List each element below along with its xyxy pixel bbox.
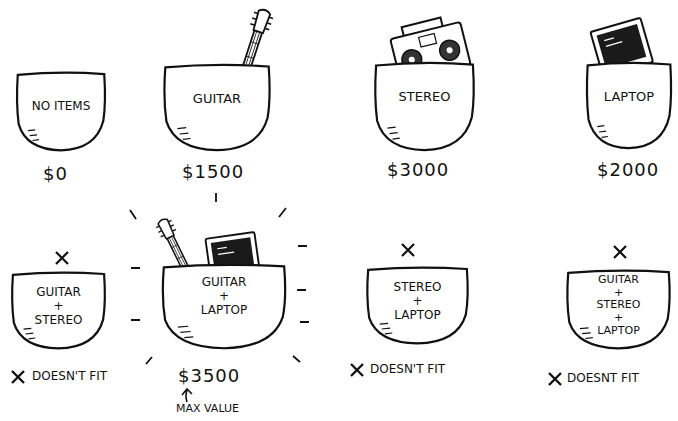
item-bag: NO ITEMS$0 bbox=[15, 70, 107, 152]
bag-hatching bbox=[580, 328, 593, 339]
guitar-pegs bbox=[156, 220, 176, 237]
bag-contents: NO ITEMS bbox=[32, 100, 91, 114]
bag-shape bbox=[375, 63, 473, 150]
laptop-screen bbox=[597, 24, 647, 68]
item-bag: GUITAR + STEREO + LAPTOPDOESNT FIT bbox=[565, 268, 672, 350]
bag-outline bbox=[373, 60, 476, 152]
item-bag: GUITAR$1500 bbox=[162, 62, 272, 152]
bag-contents: GUITAR + STEREO + LAPTOP bbox=[597, 274, 641, 337]
bag-contents: GUITAR + STEREO bbox=[35, 286, 83, 327]
callout-note: MAX VALUE bbox=[176, 402, 239, 415]
item-bag: STEREO + LAPTOPDOESN'T FIT bbox=[365, 265, 470, 345]
bag-result: $2000 bbox=[597, 160, 659, 181]
bag-hatching bbox=[597, 126, 608, 138]
bag-outline bbox=[585, 60, 673, 150]
bag-result: $3500 bbox=[178, 366, 240, 387]
bag-shape bbox=[12, 273, 105, 349]
highlight-rays bbox=[130, 193, 309, 364]
cross-mark bbox=[56, 252, 68, 264]
bag-shape bbox=[164, 65, 269, 150]
stereo-speaker-cone bbox=[446, 47, 453, 54]
bag-shape bbox=[587, 63, 671, 148]
stereo-speaker bbox=[438, 38, 462, 62]
bag-result: $3000 bbox=[387, 160, 449, 181]
bag-outline bbox=[162, 62, 272, 152]
stereo-tape bbox=[419, 34, 437, 48]
bag-result: DOESN'T FIT bbox=[370, 363, 445, 377]
cross-mark bbox=[351, 364, 363, 376]
bag-hatching bbox=[178, 326, 193, 337]
bag-result: $0 bbox=[43, 164, 68, 185]
bag-result: DOESNT FIT bbox=[567, 372, 639, 386]
cross-mark bbox=[12, 371, 24, 383]
bag-contents: STEREO + LAPTOP bbox=[394, 281, 442, 322]
bag-hatching bbox=[177, 128, 190, 140]
bag-result: DOESN'T FIT bbox=[32, 370, 107, 384]
bag-contents: GUITAR bbox=[193, 92, 241, 107]
item-bag: LAPTOP$2000 bbox=[585, 60, 673, 150]
bag-shape bbox=[17, 73, 105, 151]
item-bag: GUITAR + LAPTOP$3500 bbox=[160, 262, 288, 350]
bag-hatching bbox=[380, 323, 393, 333]
guitar-pegs bbox=[250, 12, 273, 30]
bag-shape bbox=[367, 268, 467, 344]
bag-shape bbox=[567, 271, 669, 349]
bag-shape bbox=[163, 265, 285, 348]
laptop-glare bbox=[604, 36, 622, 46]
bag-contents: GUITAR + LAPTOP bbox=[201, 276, 247, 317]
bag-contents: LAPTOP bbox=[604, 90, 654, 105]
item-bag: STEREO$3000 bbox=[373, 60, 476, 152]
item-bag: GUITAR + STEREODOESN'T FIT bbox=[10, 270, 107, 350]
cross-mark bbox=[549, 373, 561, 385]
bag-contents: STEREO bbox=[399, 90, 451, 105]
laptop-glare bbox=[217, 246, 234, 254]
bag-hatching bbox=[28, 130, 39, 141]
cross-mark bbox=[614, 246, 626, 258]
cross-mark bbox=[402, 244, 414, 256]
pointer-arrow bbox=[182, 389, 192, 402]
guitar-head bbox=[157, 218, 175, 240]
bag-result: $1500 bbox=[182, 162, 244, 183]
bag-hatching bbox=[387, 127, 399, 139]
bag-hatching bbox=[24, 328, 36, 338]
